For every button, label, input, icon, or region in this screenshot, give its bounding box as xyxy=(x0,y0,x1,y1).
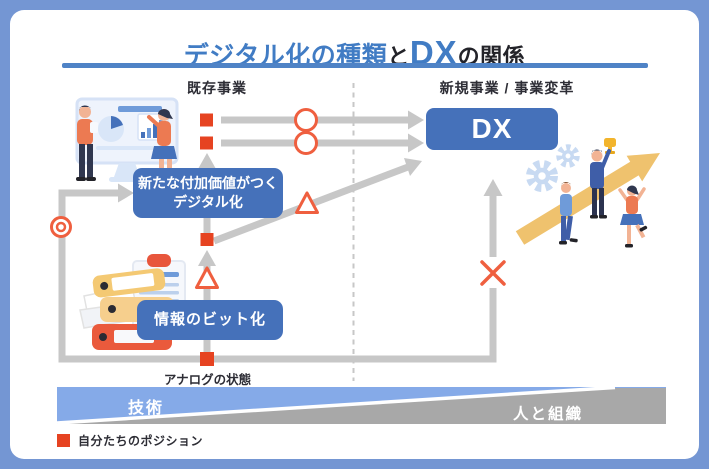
position-marker-square-row2 xyxy=(200,136,213,150)
added-value-line2: デジタル化 xyxy=(173,194,243,210)
added-value-line1: 新たな付加価値がつく xyxy=(138,175,278,192)
position-marker-square-mid xyxy=(200,233,214,246)
circle-marker-row1 xyxy=(294,108,318,132)
title-connector: と xyxy=(387,44,410,69)
position-marker-square-row1 xyxy=(200,113,213,127)
content-card: デジタル化の種類 と DX の関係 既存事業 新規事業 / 事業変革 xyxy=(10,10,699,459)
triangle-marker-diagonal xyxy=(295,191,319,214)
arrowhead-up-to-dx xyxy=(483,179,503,196)
person-presenter-left xyxy=(76,105,98,181)
double-circle-marker xyxy=(50,216,72,238)
position-marker-legend-icon xyxy=(57,434,70,447)
arrowhead-row1 xyxy=(408,110,424,130)
arrowhead-bit-up xyxy=(198,250,216,266)
arrowhead-addedvalue-up xyxy=(198,153,216,169)
bit-conversion-box: 情報のビット化 xyxy=(137,300,283,340)
gear-icon xyxy=(526,160,558,192)
success-illustration xyxy=(515,138,660,248)
column-header-existing-business: 既存事業 xyxy=(187,80,247,96)
growth-arrow-graphic xyxy=(515,153,660,245)
feedback-loop-path xyxy=(58,189,497,363)
arrowhead-into-added-value-box xyxy=(118,183,134,203)
position-marker-square-baseline xyxy=(200,352,214,366)
legend-label: 自分たちのポジション xyxy=(78,434,204,448)
arrowhead-row2 xyxy=(408,133,424,153)
person-walking-left xyxy=(559,181,578,245)
diagram-layer xyxy=(50,83,666,425)
triangle-marker-vertical xyxy=(195,266,219,289)
column-header-new-business: 新規事業 / 事業変革 xyxy=(439,80,575,96)
cross-marker xyxy=(480,260,506,286)
legend: 自分たちのポジション xyxy=(57,432,203,449)
added-value-digitalization-box: 新たな付加価値がつく デジタル化 xyxy=(133,168,283,218)
title-underline xyxy=(62,63,648,68)
dx-box: DX xyxy=(426,108,558,150)
person-winner-center xyxy=(590,149,611,219)
analog-state-label: アナログの状態 xyxy=(163,373,252,387)
gear-icon-small xyxy=(556,144,580,168)
arrowhead-diagonal xyxy=(404,158,422,176)
technology-people-banner xyxy=(56,385,666,425)
person-jumping-right xyxy=(618,185,648,248)
banner-label-technology: 技術 xyxy=(128,400,165,417)
banner-divider-stripe xyxy=(56,385,616,425)
banner-label-people-organization: 人と組織 xyxy=(513,406,584,423)
circle-marker-row2 xyxy=(294,131,318,155)
presentation-illustration xyxy=(75,97,179,184)
